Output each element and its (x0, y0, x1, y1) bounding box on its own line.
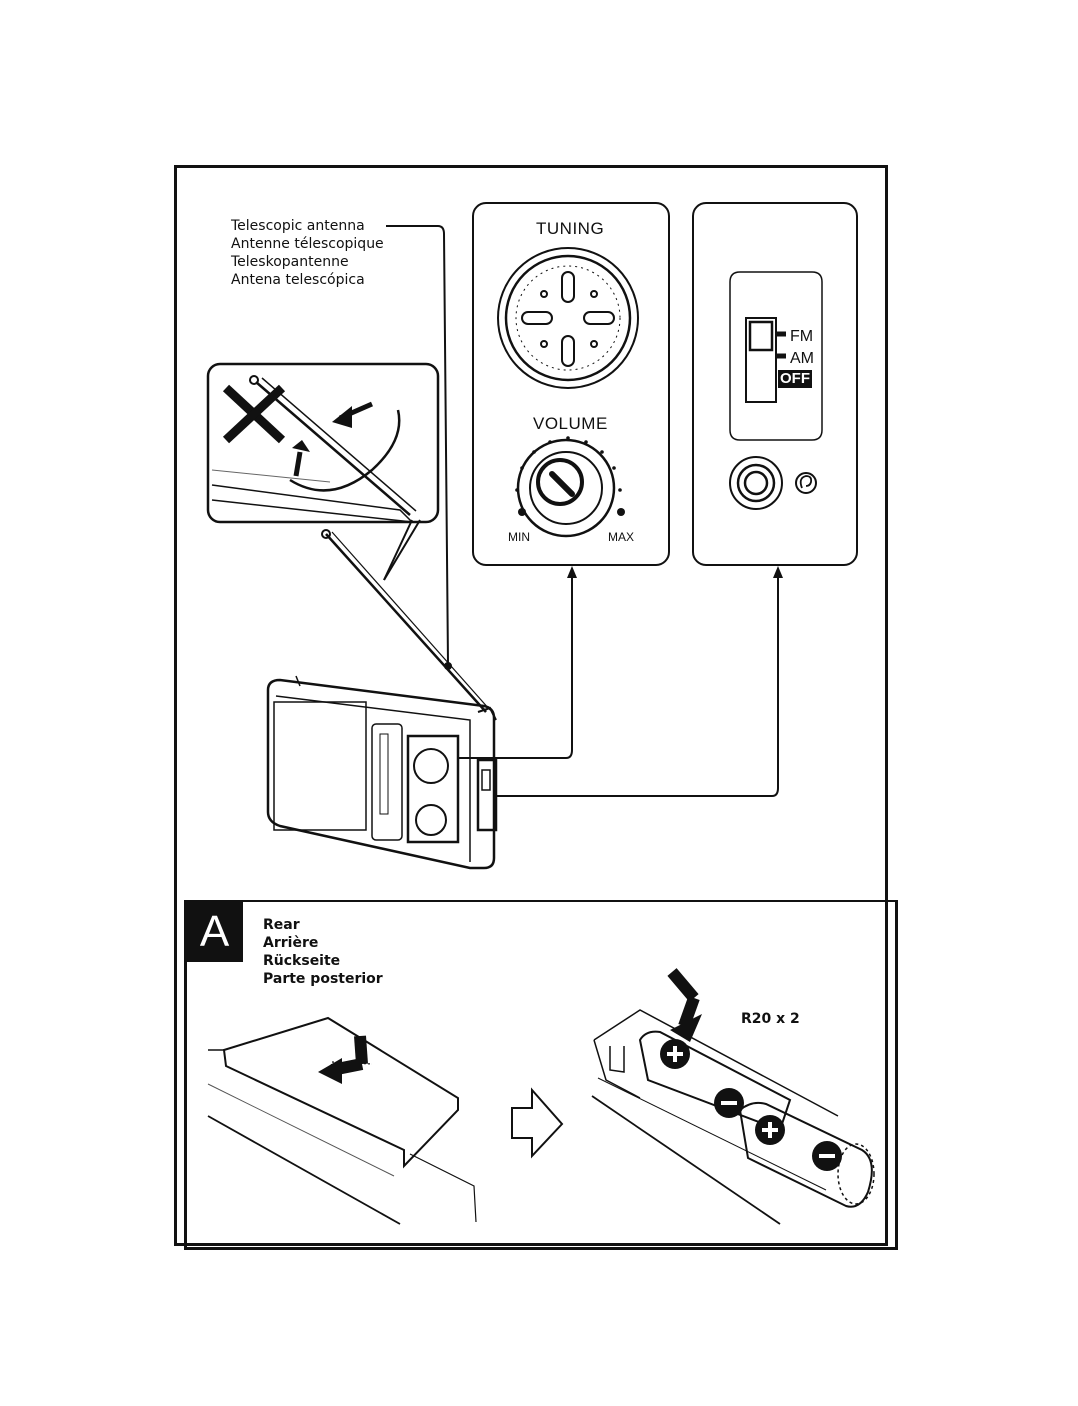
x-mark-icon (226, 388, 282, 440)
slide-arrow-icon (318, 1036, 362, 1084)
volume-knob-small (416, 805, 446, 835)
earphone-jack-icon (730, 457, 782, 509)
tuning-dial (498, 248, 638, 388)
extended-antenna (326, 534, 486, 712)
battery-compartment-drawing (592, 1010, 874, 1224)
insert-arrow-icon (670, 972, 702, 1042)
radio-illustration (268, 676, 496, 868)
earphone-icon (796, 473, 816, 493)
antenna-inset-panel (208, 364, 438, 522)
battery-cover-drawing (208, 1018, 476, 1224)
volume-knob (515, 436, 625, 536)
band-switch (730, 272, 822, 440)
switch-connector (496, 576, 778, 796)
open-arrow-icon (512, 1090, 562, 1156)
tuning-connector (458, 576, 572, 758)
tuning-knob-small (414, 749, 448, 783)
